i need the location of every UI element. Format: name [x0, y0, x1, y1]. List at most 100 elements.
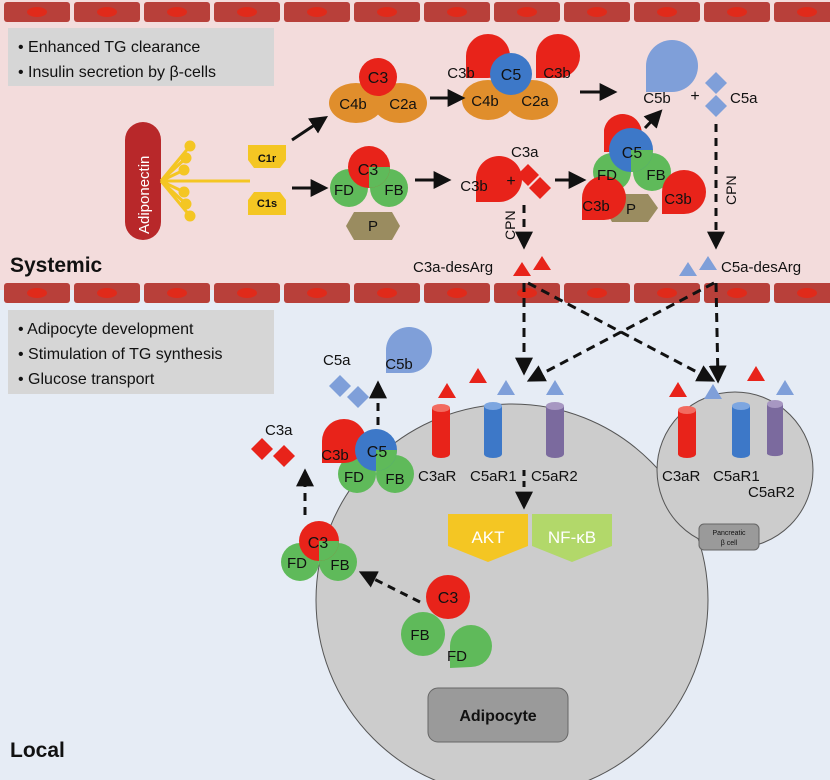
- local-c3-fb-fd: C3 FB FD: [401, 575, 492, 668]
- fd-label: FD: [597, 167, 617, 184]
- pancreatic-label-1: Pancreatic: [712, 530, 746, 537]
- c5a-fragments: [705, 72, 727, 117]
- pancreatic-receptors: [678, 400, 783, 458]
- c4b-label: C4b: [339, 96, 367, 113]
- blood-vessel-wall-top: [4, 2, 830, 22]
- local-effects-box: [8, 310, 274, 394]
- p-label: P: [626, 201, 636, 218]
- endothelial-nucleus: [27, 288, 47, 298]
- c3a-desarg-label: C3a-desArg: [413, 259, 493, 276]
- local-c5a-label: C5a: [323, 352, 351, 369]
- c3ar-label-pancreatic: C3aR: [662, 468, 701, 485]
- fb-label: FB: [385, 471, 404, 488]
- fb-label: FB: [330, 557, 349, 574]
- adipocyte-label: Adipocyte: [459, 708, 536, 725]
- c4b2a3b-c5-convertase: C3b C5 C3b C4b C2a: [447, 34, 580, 120]
- c3b-fragment: C3b: [460, 156, 522, 202]
- c3a-label: C3a: [511, 144, 539, 161]
- endothelial-nucleus: [587, 288, 607, 298]
- c3b-label: C3b: [460, 178, 488, 195]
- fb-label: FB: [410, 627, 429, 644]
- c4b2a-c3-convertase: C3 C4b C2a: [329, 58, 427, 123]
- c1r: C1r: [248, 145, 286, 168]
- c3b-label: C3b: [321, 447, 349, 464]
- endothelial-nucleus: [307, 7, 327, 17]
- endothelial-nucleus: [97, 288, 117, 298]
- c5ar2-label: C5aR2: [531, 468, 578, 485]
- p-label: P: [368, 218, 378, 235]
- adiponectin-fibers: [159, 140, 250, 222]
- adipocyte-cell: [315, 403, 709, 780]
- endothelial-nucleus: [27, 7, 47, 17]
- fb-label: FB: [384, 182, 403, 199]
- endothelial-nucleus: [517, 288, 537, 298]
- endothelial-nucleus: [797, 288, 817, 298]
- endothelial-nucleus: [377, 288, 397, 298]
- local-assembly-arrow: [358, 571, 421, 604]
- c3b-label-right: C3b: [543, 65, 571, 82]
- local-c3a-fragments: [251, 438, 295, 467]
- fd-label: FD: [287, 555, 307, 572]
- c1s: C1s: [248, 192, 286, 215]
- endothelial-nucleus: [727, 7, 747, 17]
- local-bullet-3: • Glucose transport: [18, 371, 155, 388]
- local-c3a-label: C3a: [265, 422, 293, 439]
- adiponectin-label: Adiponectin: [136, 156, 153, 234]
- endothelial-nucleus: [307, 288, 327, 298]
- desarg-to-receptor-arrows: [515, 281, 727, 384]
- local-bullet-2: • Stimulation of TG synthesis: [18, 346, 223, 363]
- c3b-label-left: C3b: [582, 198, 610, 215]
- c5b-label: C5b: [643, 90, 671, 107]
- c3bbbp-c3-convertase: C3 FD FB P: [330, 146, 408, 240]
- systemic-arrows: [291, 83, 663, 197]
- endothelial-nucleus: [657, 288, 677, 298]
- endothelial-nucleus: [727, 288, 747, 298]
- c3-label: C3: [368, 70, 389, 87]
- local-c5-convertase: C3b C5 FD FB: [321, 419, 414, 493]
- c5-label: C5: [367, 444, 388, 461]
- c1s-label: C1s: [257, 198, 277, 210]
- endothelial-nucleus: [447, 7, 467, 17]
- endothelial-nucleus: [167, 7, 187, 17]
- c3-label: C3: [308, 535, 329, 552]
- cpn-dashed-arrows: [515, 124, 725, 250]
- c5-label: C5: [501, 67, 522, 84]
- c5a-desarg-triangles: [679, 256, 717, 276]
- fd-label: FD: [334, 182, 354, 199]
- c4b-label: C4b: [471, 93, 499, 110]
- c3-label: C3: [438, 590, 459, 607]
- akt-shape: AKT: [448, 514, 528, 562]
- systemic-bullet-2: • Insulin secretion by β-cells: [18, 64, 216, 81]
- endothelial-nucleus: [237, 288, 257, 298]
- blood-vessel-wall-middle: [4, 283, 830, 303]
- fb-label: FB: [646, 167, 665, 184]
- endothelial-nucleus: [97, 7, 117, 17]
- fd-label: FD: [447, 648, 467, 665]
- cpn-label-c3a: CPN: [502, 210, 518, 240]
- c3b-label-right: C3b: [664, 191, 692, 208]
- local-bullet-1: • Adipocyte development: [18, 321, 194, 338]
- c1r-label: C1r: [258, 153, 277, 165]
- nfkb-shape: NF-κB: [532, 514, 612, 562]
- endothelial-nucleus: [447, 288, 467, 298]
- plus-sign-2: +: [506, 173, 515, 190]
- fd-label: FD: [344, 469, 364, 486]
- systemic-label: Systemic: [10, 254, 103, 277]
- c5b-fragment: C5b: [643, 40, 698, 107]
- endothelial-nucleus: [517, 7, 537, 17]
- c5ar1-label: C5aR1: [470, 468, 517, 485]
- local-c3-convertase: C3 FD FB: [281, 521, 357, 581]
- endothelial-nucleus: [377, 7, 397, 17]
- c5ar1-label-pancreatic: C5aR1: [713, 468, 760, 485]
- akt-label: AKT: [471, 528, 504, 547]
- plus-sign: +: [690, 88, 699, 105]
- systemic-bullet-1: • Enhanced TG clearance: [18, 39, 200, 56]
- systemic-effects-box: [8, 28, 274, 86]
- local-label: Local: [10, 739, 65, 762]
- c3-label: C3: [358, 162, 379, 179]
- c3a-desarg-triangles: [513, 256, 551, 276]
- endothelial-nucleus: [237, 7, 257, 17]
- local-c5b-fragment: C5b: [385, 327, 432, 373]
- c5ar2-label-pancreatic: C5aR2: [748, 484, 795, 501]
